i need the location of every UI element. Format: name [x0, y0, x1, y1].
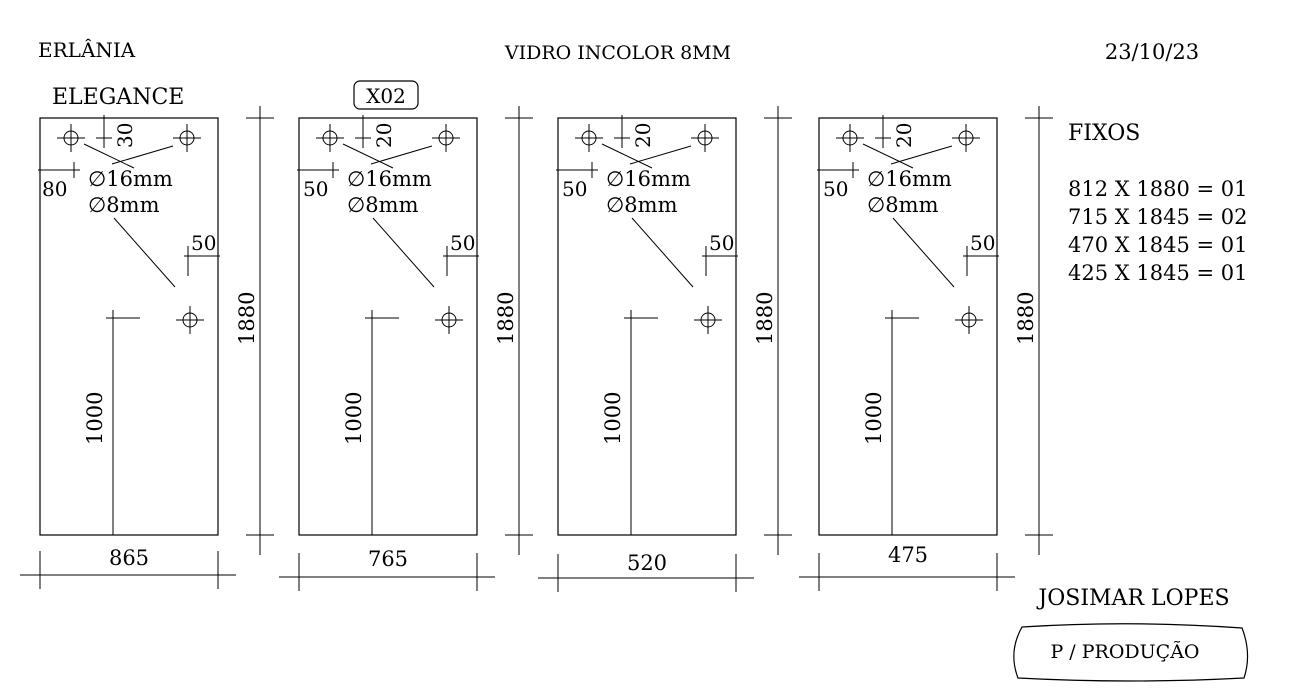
lock-offset-value: 50: [970, 231, 995, 255]
material-label: VIDRO INCOLOR 8MM: [504, 42, 731, 64]
top-hole-left: [316, 124, 344, 152]
panel-outline: [818, 117, 998, 536]
glass-panel: 20 50 ∅16mm∅8mm 50 1000 1880 475: [799, 106, 1053, 591]
production-stamp-border: [1013, 623, 1249, 682]
top-offset-value: 30: [113, 123, 137, 148]
fixed-item: 425 X 1845 = 01: [1068, 261, 1248, 285]
lock-offset-value: 50: [450, 231, 475, 255]
top-offset-value: 20: [892, 123, 916, 148]
lock-hole: [694, 306, 722, 334]
hole-large-label: ∅16mm: [867, 167, 952, 191]
lock-offset-value: 50: [709, 231, 734, 255]
height-dim-value: 1880: [235, 292, 259, 345]
handle-height-value: 1000: [601, 392, 625, 445]
top-hole-right: [432, 124, 460, 152]
panel-outline: [39, 117, 219, 536]
leader-left: [83, 143, 135, 169]
fixed-list-title: FIXOS: [1068, 121, 1140, 146]
leader-right: [890, 145, 953, 165]
leader-right: [111, 145, 174, 165]
lock-hole: [955, 306, 983, 334]
hole-large-label: ∅16mm: [88, 167, 173, 191]
leader-lock: [372, 217, 435, 288]
model-label: ELEGANCE: [52, 85, 184, 110]
handle-height-value: 1000: [342, 392, 366, 445]
top-hole-left: [57, 124, 85, 152]
side-offset-value: 50: [562, 177, 587, 201]
glass-panel: 30 80 ∅16mm∅8mm 50 1000 1880 865: [20, 106, 274, 589]
lock-hole: [176, 306, 204, 334]
panels-group: 3080∅16mm∅8mm50100018808652050∅16mm∅8mm5…: [20, 106, 1053, 592]
fixed-list: FIXOS 812 X 1880 = 01 715 X 1845 = 02 47…: [1068, 121, 1248, 285]
lock-hole: [435, 306, 463, 334]
leader-right: [370, 145, 433, 165]
fixed-item: 715 X 1845 = 02: [1068, 205, 1248, 229]
leader-lock: [113, 217, 176, 288]
height-dim-value: 1880: [1014, 292, 1038, 345]
production-stamp-label: P / PRODUÇÃO: [1050, 641, 1199, 663]
hole-large-label: ∅16mm: [606, 167, 691, 191]
leader-lock: [631, 217, 694, 288]
top-hole-left: [575, 124, 603, 152]
height-dim-value: 1880: [494, 292, 518, 345]
lock-offset-value: 50: [191, 231, 216, 255]
top-offset-value: 20: [631, 123, 655, 148]
width-dim-value: 475: [888, 543, 928, 567]
width-dim-value: 765: [368, 547, 408, 571]
leader-left: [862, 143, 914, 169]
handle-height-value: 1000: [83, 392, 107, 445]
fixed-item: 470 X 1845 = 01: [1068, 233, 1248, 257]
hole-small-label: ∅8mm: [867, 193, 939, 217]
top-hole-right: [173, 124, 201, 152]
panel-tag-label: X02: [366, 84, 406, 108]
production-stamp: P / PRODUÇÃO: [1013, 623, 1249, 682]
top-hole-right: [952, 124, 980, 152]
side-offset-value: 80: [42, 177, 67, 201]
hole-small-label: ∅8mm: [88, 193, 160, 217]
hole-large-label: ∅16mm: [347, 167, 432, 191]
top-hole-right: [691, 124, 719, 152]
panel-tag-box: [353, 80, 419, 110]
author-name: JOSIMAR LOPES: [1036, 586, 1229, 611]
height-dim-value: 1880: [753, 292, 777, 345]
leader-left: [342, 143, 394, 169]
date-label: 23/10/23: [1105, 40, 1199, 64]
glass-panel: 20 50 ∅16mm∅8mm 50 1000 1880 765: [279, 106, 533, 591]
panel-outline: [557, 117, 737, 536]
side-offset-value: 50: [823, 177, 848, 201]
width-dim-value: 865: [109, 546, 149, 570]
hole-small-label: ∅8mm: [606, 193, 678, 217]
client-name: ERLÂNIA: [38, 38, 136, 62]
glass-panel: 20 50 ∅16mm∅8mm 50 1000 1880 520: [538, 106, 792, 592]
side-offset-value: 50: [303, 177, 328, 201]
width-dim-value: 520: [627, 551, 667, 575]
top-hole-left: [836, 124, 864, 152]
leader-lock: [892, 217, 955, 288]
hole-small-label: ∅8mm: [347, 193, 419, 217]
leader-right: [629, 145, 692, 165]
leader-left: [601, 143, 653, 169]
top-offset-value: 20: [372, 123, 396, 148]
fixed-item: 812 X 1880 = 01: [1068, 177, 1248, 201]
panel-tag: X02: [353, 80, 419, 110]
panel-outline: [298, 117, 478, 536]
handle-height-value: 1000: [862, 392, 886, 445]
